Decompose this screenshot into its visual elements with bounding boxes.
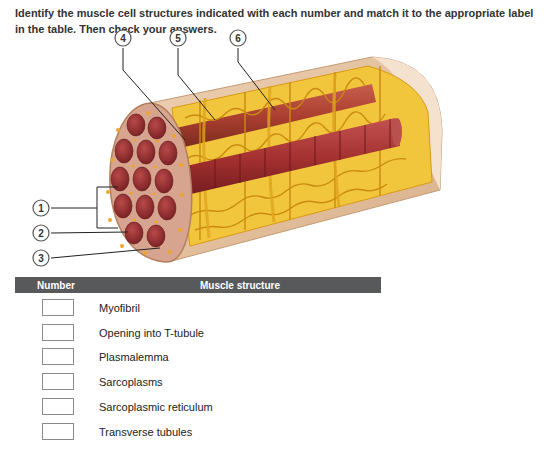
myofibril-ends [111, 114, 177, 247]
table-cell: Myofibril [99, 302, 140, 314]
table-header: Number [37, 280, 75, 291]
callout-circle: 3 [32, 249, 50, 267]
table-cell: Sarcoplasms [99, 376, 163, 388]
table-cell: Opening into T-tubule [99, 327, 204, 339]
callout-circle: 6 [229, 29, 247, 47]
callout-circle: 1 [32, 199, 50, 217]
callout-number: 5 [175, 33, 181, 44]
table-cell: Sarcoplasmic reticulum [99, 401, 213, 413]
callout-number: 6 [235, 33, 241, 44]
myofibril-main [160, 118, 400, 200]
table-header-bar [15, 277, 381, 293]
table-cell: Transverse tubules [99, 426, 192, 438]
callout-number: 2 [38, 228, 44, 239]
instruction-title: Identify the muscle cell structures indi… [15, 5, 535, 37]
t-tubule-openings [106, 111, 184, 255]
sarcolemma-body [150, 57, 442, 262]
callout-circle: 5 [169, 29, 187, 47]
answer-boxes [43, 300, 74, 440]
table-header: Muscle structure [200, 280, 280, 291]
cross-section [110, 103, 192, 262]
callout-number: 1 [38, 203, 44, 214]
callout-number: 4 [120, 33, 126, 44]
leader-lines [51, 48, 275, 258]
callout-circle: 4 [114, 29, 132, 47]
callout-circle: 2 [32, 224, 50, 242]
myofibril-end [392, 118, 402, 146]
callout-number: 3 [38, 253, 44, 264]
striations [190, 119, 390, 194]
table-cell: Plasmalemma [99, 351, 169, 363]
